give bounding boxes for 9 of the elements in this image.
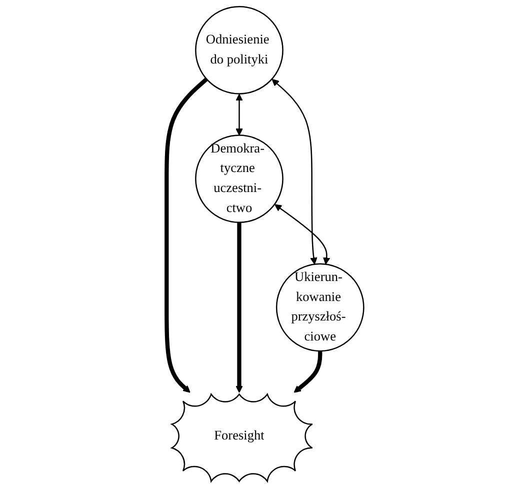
arrow [164, 78, 208, 393]
node-circle: Odniesienie do polityki [195, 6, 284, 94]
arrow [274, 204, 331, 265]
node-circle: Demokra- tyczne uczestni- ctwo [195, 134, 284, 223]
arrow [236, 94, 244, 136]
arrow [272, 78, 318, 265]
arrow [236, 222, 244, 393]
arrow [294, 351, 323, 393]
node-circle: Ukierun- kowanie przyszłoś- ciowe [276, 263, 365, 352]
